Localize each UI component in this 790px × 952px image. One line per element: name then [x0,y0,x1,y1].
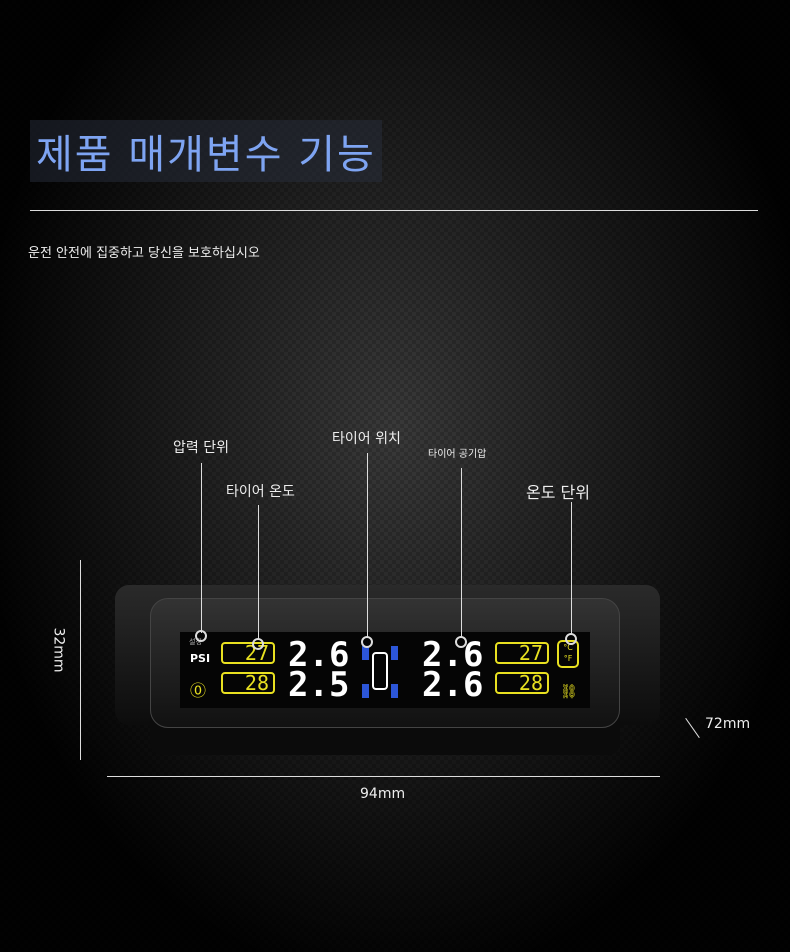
depth-dimension: 72mm [705,716,751,732]
page-title: 제품 매개변수 기능 [30,120,382,182]
callout-pressure-unit: 압력 단위 [173,440,229,456]
fahrenheit-unit: °F [563,654,573,663]
temp-rear-right: 28 [495,672,549,694]
callout-tire-pressure: 타이어 공기압 [428,449,487,460]
psi-label: PSI [190,652,211,665]
pressure-front-left: 2.6 [288,635,350,675]
tpms-warning-icon: ⓪ [190,681,207,700]
pressure-rear-right: 2.6 [422,665,484,705]
callout-tire-position: 타이어 위치 [332,431,401,447]
setting-label: 설정 [189,638,202,646]
divider [30,210,758,211]
pressure-front-right: 2.6 [422,635,484,675]
height-dimension-line [80,560,81,760]
temp-front-right: 27 [495,642,549,664]
lcd-screen: 설정 PSI ⓪ 27 28 2.6 2.5 2.6 2.6 27 28 °C °… [180,632,590,708]
depth-dimension-line [685,717,700,739]
subtitle: 운전 안전에 집중하고 당신을 보호하십시오 [28,246,260,261]
link-icon: ⛓ [560,684,578,700]
height-dimension: 32mm [50,627,67,673]
callout-temp-unit: 온도 단위 [526,483,590,502]
temp-front-left: 27 [221,642,275,664]
callout-tire-temp: 타이어 온도 [226,484,295,500]
pressure-rear-left: 2.5 [288,665,350,705]
temp-rear-left: 28 [221,672,275,694]
car-position-icon [362,638,398,702]
width-dimension-line [107,776,660,777]
width-dimension: 94mm [360,786,406,802]
celsius-unit: °C [563,643,573,652]
